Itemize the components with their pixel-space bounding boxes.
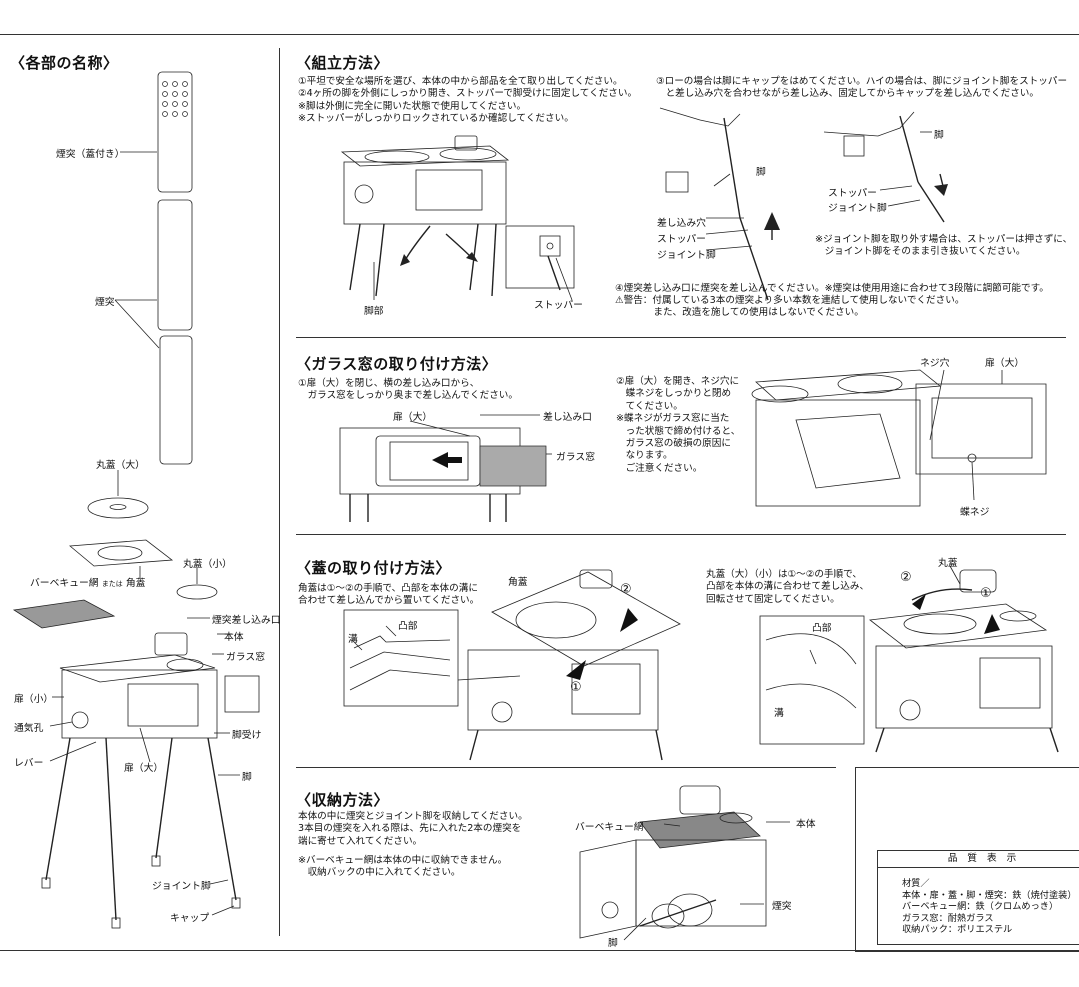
quality-table: 品 質 表 示 材質／ 本体・扉・蓋・脚・煙突：鉄（焼付塗装） バーベキュー網：… bbox=[877, 850, 1079, 945]
storage-text: 本体の中に煙突とジョイント脚を収納してください。 3本目の煙突を入れる際は、先に… bbox=[298, 811, 528, 847]
quality-line-3: ガラス窓：耐熱ガラス bbox=[902, 912, 994, 924]
glass-illustration bbox=[339, 369, 1047, 522]
lid-num2-left: ② bbox=[620, 582, 632, 597]
lid-heading: 〈蓋の取り付け方法〉 bbox=[296, 559, 452, 577]
label-joint-leg-step3b: ジョイント脚 bbox=[828, 203, 887, 214]
label-chimney-inlet: 煙突差し込み口 bbox=[212, 615, 281, 626]
parts-heading: 〈各部の名称〉 bbox=[10, 54, 119, 72]
label-groove: 溝 bbox=[348, 634, 358, 645]
storage-illustration bbox=[579, 785, 790, 941]
bbq-net-text: バーベキュー網 bbox=[30, 578, 99, 589]
label-door-large-open: 扉（大） bbox=[985, 358, 1025, 369]
label-bbq-net: バーベキュー網 または 角蓋 bbox=[30, 575, 145, 589]
label-stopper-zoom: ストッパー bbox=[534, 300, 583, 311]
glass-heading: 〈ガラス窓の取り付け方法〉 bbox=[296, 355, 498, 373]
lid-num1-right: ① bbox=[980, 586, 992, 601]
column-divider bbox=[279, 48, 280, 936]
assembly-illustration bbox=[340, 107, 948, 301]
label-door-small: 扉（小） bbox=[14, 694, 54, 705]
divider-lid-storage bbox=[296, 767, 836, 768]
storage-note: ※バーベキュー網は本体の中に収納できません。 収納バックの中に入れてください。 bbox=[298, 855, 508, 879]
assembly-heading: 〈組立方法〉 bbox=[296, 54, 390, 72]
quality-outer-box bbox=[855, 767, 1079, 952]
label-convex: 凸部 bbox=[398, 621, 418, 632]
label-chimney: 煙突 bbox=[95, 297, 115, 308]
label-square-lid: 角蓋 bbox=[508, 577, 528, 588]
assembly-warning: ⚠警告：付属している3本の煙突より多い本数を連結して使用しないでください。 また… bbox=[615, 295, 965, 319]
label-leg: 脚 bbox=[242, 772, 252, 783]
label-glass-window2: ガラス窓 bbox=[556, 452, 595, 463]
quality-line-2: バーベキュー網：鉄（クロムめっき） bbox=[902, 901, 1059, 913]
label-door-large: 扉（大） bbox=[124, 763, 164, 774]
label-legs: 脚部 bbox=[364, 306, 384, 317]
divider-glass-lid bbox=[296, 534, 1066, 535]
label-groove2: 溝 bbox=[774, 708, 784, 719]
glass-text2: ②扉（大）を開き、ネジ穴に 蝶ネジをしっかりと閉め てください。 ※蝶ネジがガラ… bbox=[616, 376, 741, 474]
square-lid-text: 角蓋 bbox=[125, 578, 146, 589]
label-convex2: 凸部 bbox=[812, 623, 832, 634]
label-insert-slot: 差し込み口 bbox=[543, 412, 592, 423]
quality-line-4: 収納パック：ポリエステル bbox=[902, 924, 1013, 936]
label-door-large-glass: 扉（大） bbox=[393, 412, 433, 423]
quality-title: 品 質 表 示 bbox=[878, 851, 1079, 868]
assembly-step4: ④煙突差し込み口に煙突を差し込んでください。※煙突は使用用途に合わせて3段階に調… bbox=[615, 283, 1049, 294]
lid-num2-right: ② bbox=[900, 570, 912, 585]
label-leg-holder: 脚受け bbox=[232, 730, 262, 741]
label-cap: キャップ bbox=[170, 913, 210, 924]
assembly-text-right: ③ローの場合は脚にキャップをはめてください。ハイの場合は、脚にジョイント脚をスト… bbox=[656, 76, 1068, 100]
label-lid-small: 丸蓋（小） bbox=[183, 559, 232, 570]
label-lever: レバー bbox=[14, 758, 44, 769]
glass-text1: ①扉（大）を閉じ、横の差し込み口から、 ガラス窓をしっかり奥まで差し込んでくださ… bbox=[298, 378, 518, 402]
storage-heading: 〈収納方法〉 bbox=[296, 791, 390, 809]
label-storage-bbq: バーベキュー網 bbox=[575, 822, 644, 833]
bottom-rule bbox=[0, 950, 1079, 951]
label-insert-hole: 差し込み穴 bbox=[657, 218, 706, 229]
lid-illustration bbox=[343, 565, 1059, 761]
joint-note: ※ジョイント脚を取り外す場合は、ストッパーは押さずに、 ジョイント脚をそのまま引… bbox=[815, 234, 1073, 258]
label-stopper-step3b: ストッパー bbox=[828, 188, 877, 199]
label-storage-body: 本体 bbox=[796, 819, 816, 830]
label-screw-hole: ネジ穴 bbox=[920, 358, 950, 369]
label-leg-step3: 脚 bbox=[756, 167, 766, 178]
lid-text1: 角蓋は①～②の手順で、凸部を本体の溝に 合わせて差し込んでから置いてください。 bbox=[298, 583, 480, 607]
label-wing-screw: 蝶ネジ bbox=[960, 507, 990, 518]
assembly-text-left: ①平坦で安全な場所を選び、本体の中から部品を全て取り出してください。 ②4ヶ所の… bbox=[298, 76, 638, 125]
or-text: または bbox=[101, 580, 123, 588]
label-lid-large: 丸蓋（大） bbox=[96, 460, 145, 471]
label-storage-chimney: 煙突 bbox=[772, 901, 792, 912]
label-round-lid: 丸蓋 bbox=[938, 558, 958, 569]
divider-assembly-glass bbox=[296, 337, 1066, 338]
label-body: 本体 bbox=[224, 632, 244, 643]
label-joint-leg: ジョイント脚 bbox=[152, 881, 211, 892]
top-rule bbox=[0, 34, 1079, 35]
label-stopper-step3: ストッパー bbox=[657, 234, 706, 245]
label-joint-leg-step3: ジョイント脚 bbox=[657, 250, 716, 261]
label-chimney-cap: 煙突（蓋付き） bbox=[56, 149, 125, 160]
lid-num1-left: ① bbox=[570, 680, 582, 695]
quality-line-1: 本体・扉・蓋・脚・煙突：鉄（焼付塗装） bbox=[902, 889, 1077, 901]
parts-illustration bbox=[12, 71, 260, 929]
label-glass-window: ガラス窓 bbox=[226, 652, 265, 663]
label-vent: 通気孔 bbox=[14, 723, 44, 734]
lid-text2: 丸蓋（大）（小）は①～②の手順で、 凸部を本体の溝に合わせて差し込み、 回転させ… bbox=[706, 569, 870, 605]
label-storage-leg: 脚 bbox=[608, 938, 618, 949]
quality-line-0: 材質／ bbox=[902, 878, 930, 889]
label-leg-step3b: 脚 bbox=[934, 130, 944, 141]
